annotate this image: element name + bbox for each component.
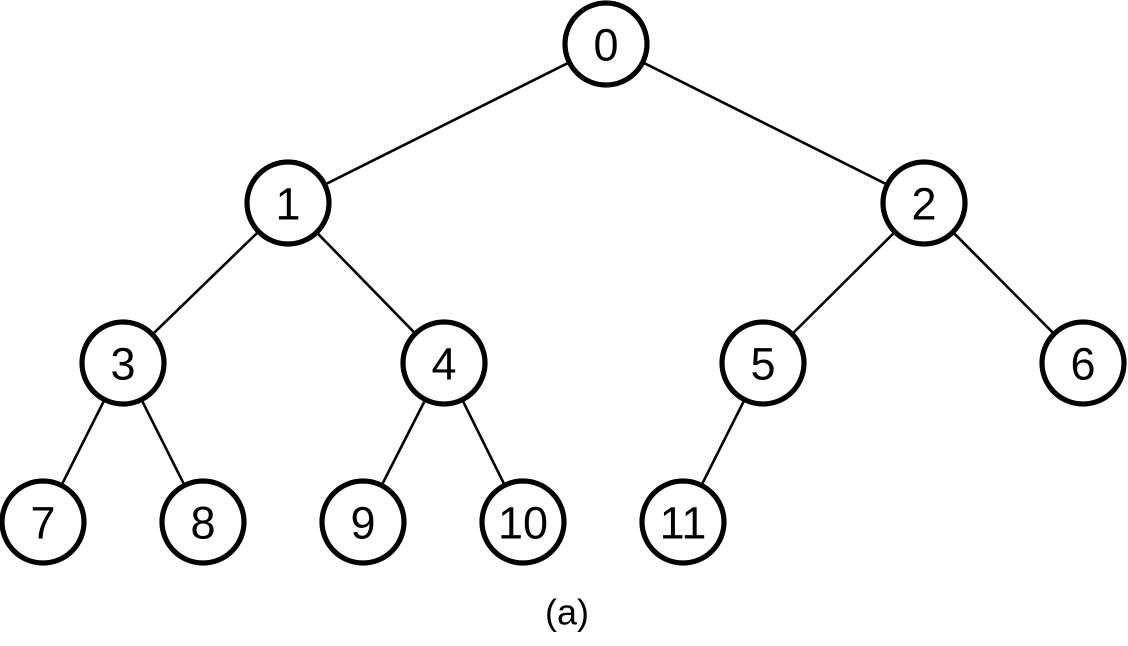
tree-node-10[interactable]: 10 — [479, 478, 567, 566]
tree-node-label-11: 11 — [660, 498, 707, 549]
tree-node-circle-3[interactable] — [79, 319, 167, 407]
tree-node-11[interactable]: 11 — [639, 478, 727, 566]
tree-node-circle-0[interactable] — [562, 0, 650, 88]
tree-node-4[interactable]: 4 — [400, 319, 488, 407]
tree-edge-3-7 — [59, 396, 107, 489]
tree-node-circle-5[interactable] — [719, 319, 807, 407]
tree-node-label-7: 7 — [30, 498, 55, 549]
tree-edge-5-11 — [699, 396, 747, 489]
tree-node-7[interactable]: 7 — [0, 478, 87, 566]
tree-node-3[interactable]: 3 — [79, 319, 167, 407]
tree-node-label-10: 10 — [498, 498, 548, 549]
tree-node-6[interactable]: 6 — [1039, 319, 1127, 407]
tree-edge-1-3 — [149, 228, 262, 338]
tree-node-circle-6[interactable] — [1039, 319, 1127, 407]
tree-node-label-5: 5 — [750, 339, 775, 390]
tree-node-circle-4[interactable] — [400, 319, 488, 407]
tree-node-5[interactable]: 5 — [719, 319, 807, 407]
tree-node-2[interactable]: 2 — [880, 159, 968, 247]
tree-node-circle-8[interactable] — [159, 478, 247, 566]
tree-node-circle-1[interactable] — [244, 159, 332, 247]
tree-edges-group — [59, 60, 1057, 489]
tree-node-label-4: 4 — [431, 339, 456, 390]
tree-node-1[interactable]: 1 — [244, 159, 332, 247]
tree-node-label-2: 2 — [911, 179, 936, 230]
tree-edge-0-2 — [639, 60, 891, 187]
tree-node-circle-10[interactable] — [479, 478, 567, 566]
tree-nodes-group: 0 1 2 3 4 5 6 7 8 9 10 11 — [0, 0, 1127, 566]
tree-edge-2-6 — [950, 229, 1057, 337]
tree-node-0[interactable]: 0 — [562, 0, 650, 88]
tree-edge-0-1 — [321, 60, 573, 187]
tree-node-circle-9[interactable] — [319, 478, 407, 566]
tree-node-label-1: 1 — [275, 179, 300, 230]
tree-node-label-3: 3 — [110, 339, 135, 390]
tree-node-label-9: 9 — [350, 498, 375, 549]
tree-edge-3-8 — [139, 396, 187, 489]
tree-node-label-6: 6 — [1070, 339, 1095, 390]
tree-edge-4-10 — [460, 396, 507, 489]
tree-edge-2-5 — [789, 229, 898, 337]
tree-node-8[interactable]: 8 — [159, 478, 247, 566]
tree-node-circle-7[interactable] — [0, 478, 87, 566]
tree-node-label-8: 8 — [190, 498, 215, 549]
tree-node-circle-11[interactable] — [639, 478, 727, 566]
tree-node-9[interactable]: 9 — [319, 478, 407, 566]
tree-edge-1-4 — [313, 229, 419, 337]
figure-caption: (a) — [545, 592, 589, 633]
tree-node-circle-2[interactable] — [880, 159, 968, 247]
tree-edge-4-9 — [379, 396, 428, 489]
tree-node-label-0: 0 — [593, 20, 618, 71]
